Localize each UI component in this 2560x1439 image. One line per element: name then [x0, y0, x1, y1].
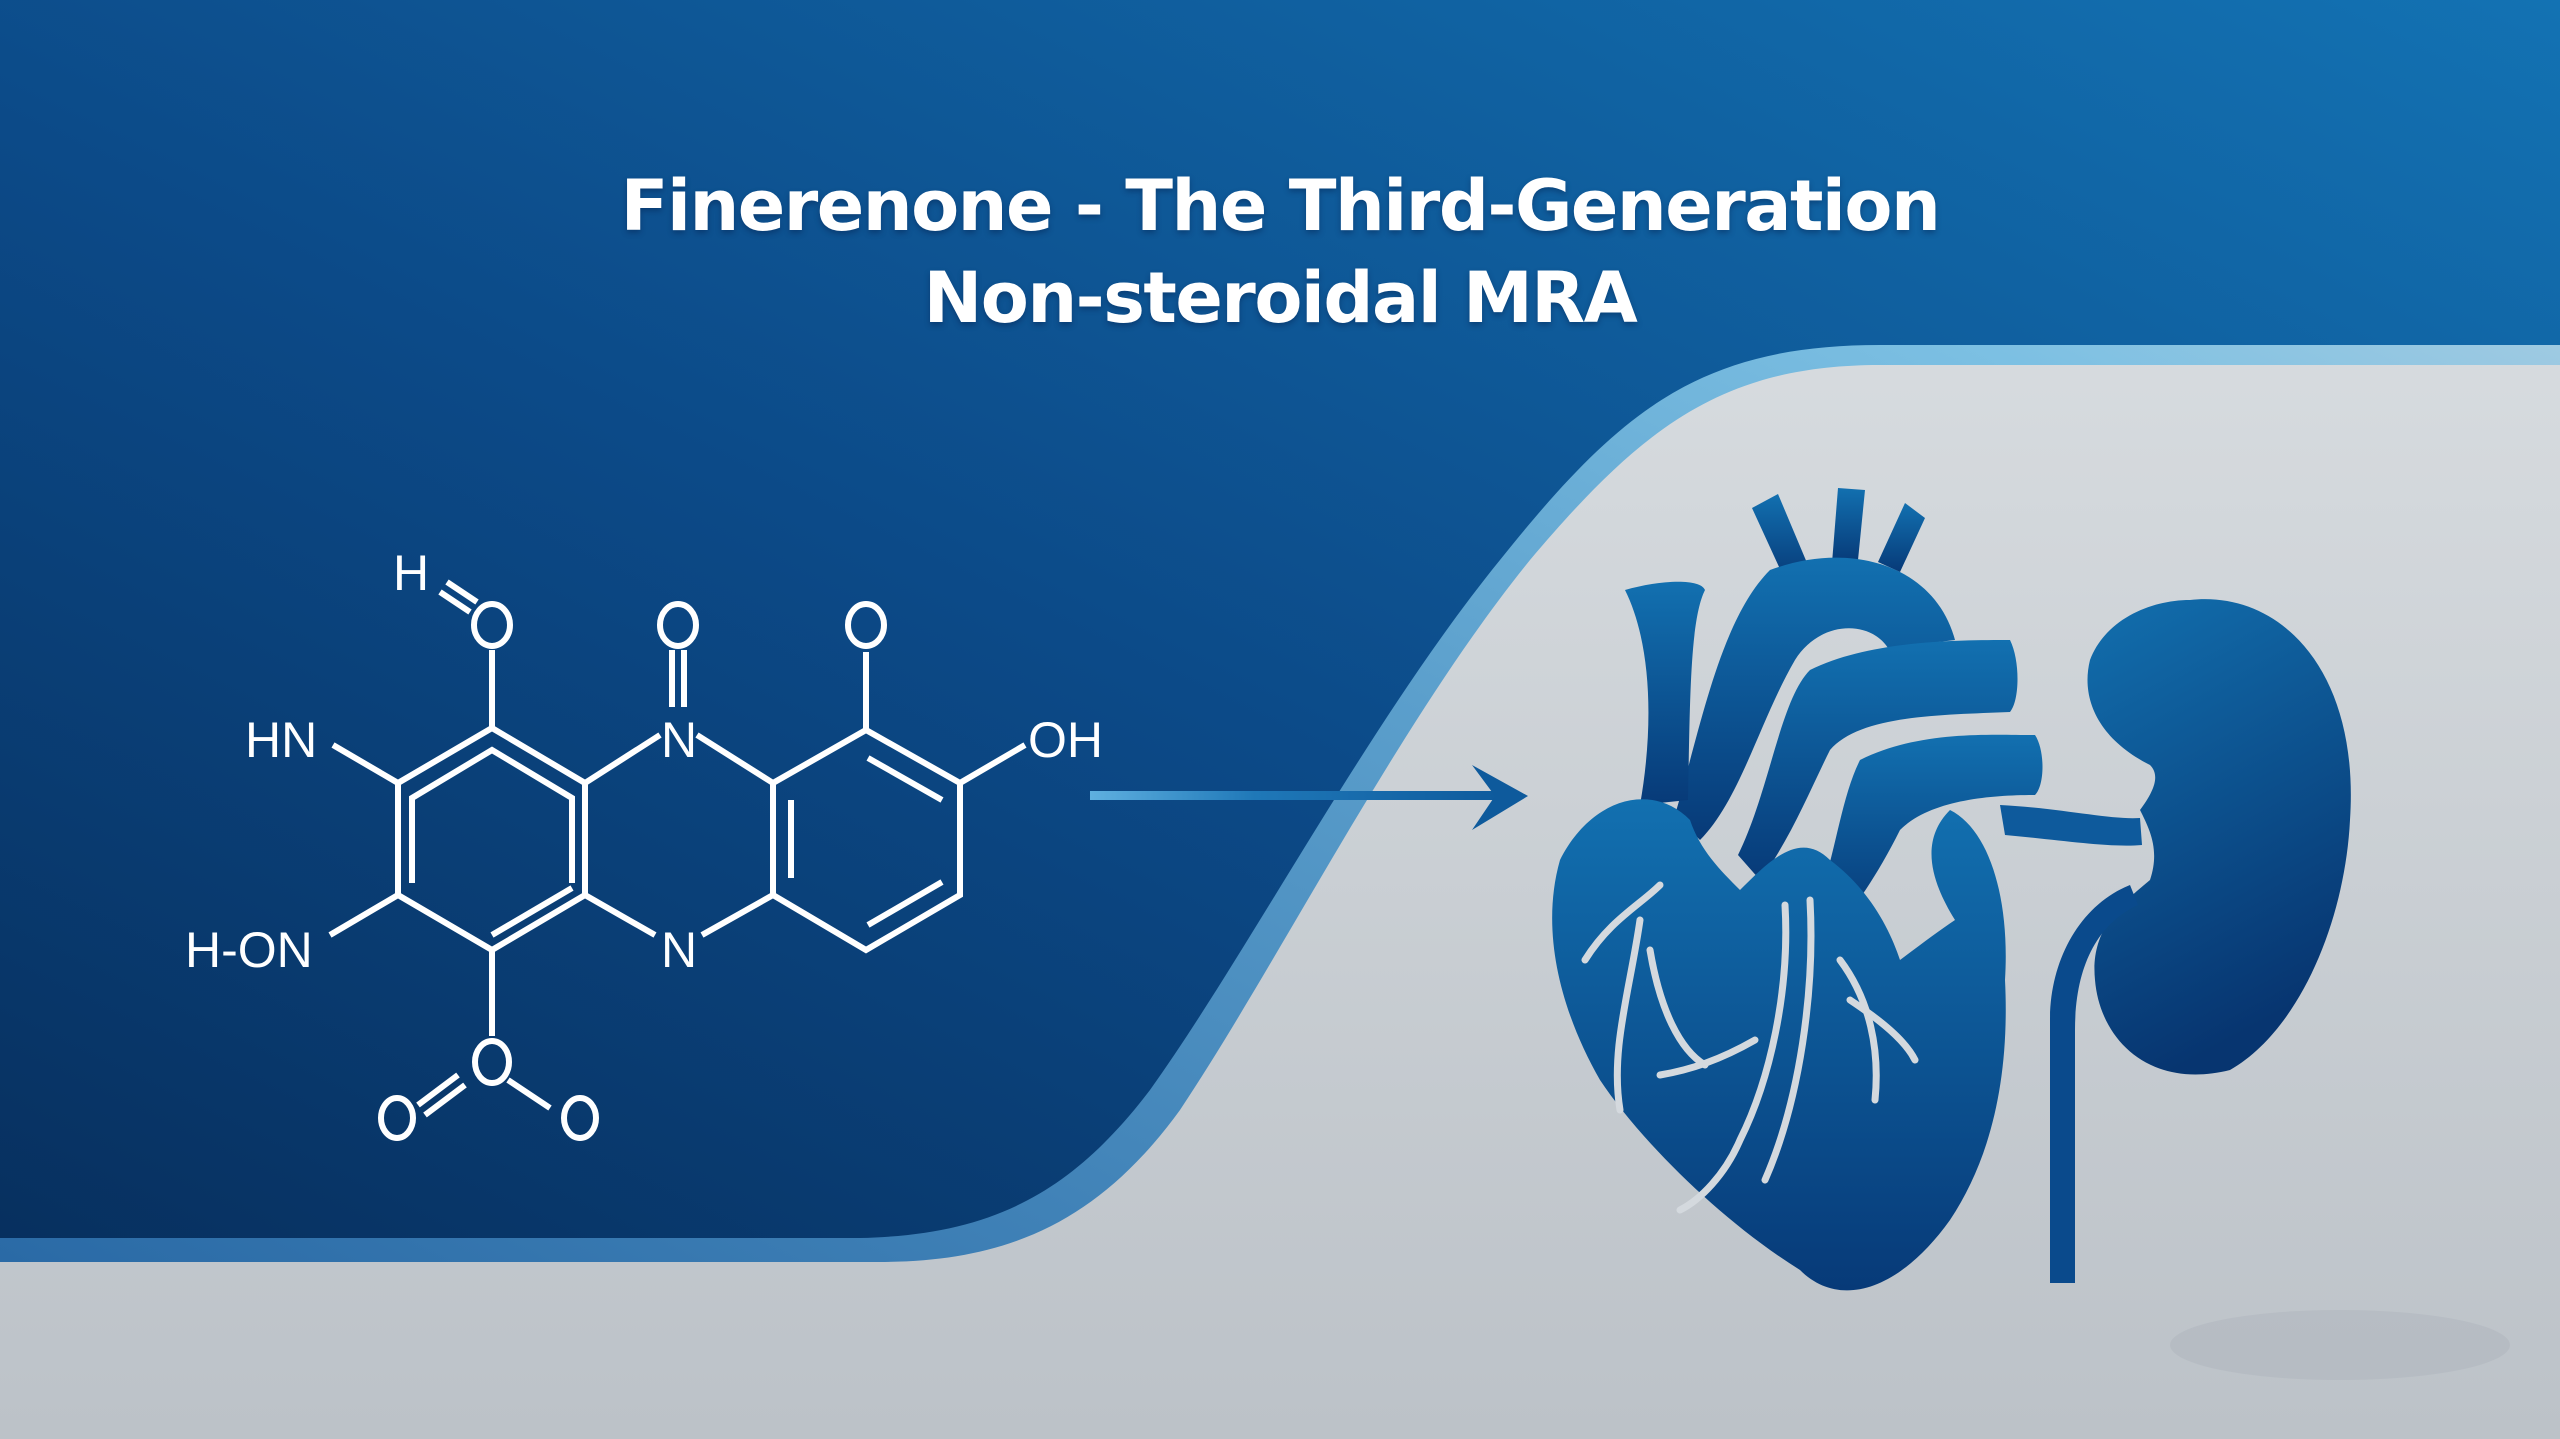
slide-title: Finerenone - The Third-Generation Non-st… — [0, 160, 2560, 344]
atom-label-hn: HN — [245, 712, 318, 768]
atom-label-h-on: H-ON — [185, 922, 313, 978]
title-line-2: Non-steroidal MRA — [923, 257, 1638, 339]
atom-label-n-top: N — [661, 712, 698, 768]
title-line-1: Finerenone - The Third-Generation — [620, 165, 1941, 247]
atom-label-oh: OH — [1028, 712, 1103, 768]
atom-label-n-bottom: N — [661, 922, 698, 978]
atom-label-h: H — [393, 545, 430, 601]
